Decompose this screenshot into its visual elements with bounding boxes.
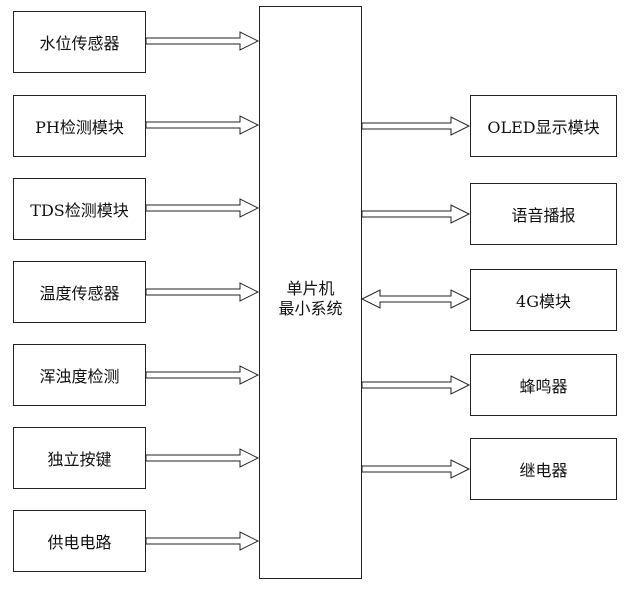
input-label: 水位传感器 [39, 34, 120, 53]
output-oled-display: OLED显示模块 [470, 95, 617, 157]
output-label: 语音播报 [511, 206, 576, 225]
input-power-circuit: 供电电路 [13, 510, 146, 572]
output-label: OLED显示模块 [487, 118, 600, 137]
input-independent-keys: 独立按键 [13, 427, 146, 489]
mcu-label: 单片机 最小系统 [260, 279, 361, 319]
arrow-tds-to-mcu [145, 198, 260, 218]
arrow-mcu-to-oled [361, 116, 471, 136]
arrow-water-level-to-mcu [145, 31, 260, 51]
mcu-label-line1: 单片机 [286, 279, 335, 298]
output-buzzer: 蜂鸣器 [470, 354, 617, 416]
input-ph-module: PH检测模块 [13, 95, 146, 157]
input-tds-module: TDS检测模块 [13, 178, 146, 240]
input-label: 独立按键 [47, 450, 112, 469]
input-turbidity-detection: 浑浊度检测 [13, 344, 146, 406]
input-label: 浑浊度检测 [39, 367, 120, 386]
output-label: 4G模块 [516, 292, 571, 311]
output-label: 继电器 [519, 461, 568, 480]
arrow-power-to-mcu [145, 531, 260, 551]
input-label: PH检测模块 [35, 118, 124, 137]
arrow-mcu-to-voice [361, 204, 471, 224]
mcu-minimum-system: 单片机 最小系统 [259, 6, 362, 579]
input-label: TDS检测模块 [30, 201, 129, 220]
arrow-mcu-4g-bidirectional [360, 289, 471, 309]
arrow-ph-to-mcu [145, 115, 260, 135]
input-label: 供电电路 [47, 533, 112, 552]
input-temperature-sensor: 温度传感器 [13, 261, 146, 323]
output-label: 蜂鸣器 [519, 377, 568, 396]
arrow-temperature-to-mcu [145, 282, 260, 302]
arrow-keys-to-mcu [145, 448, 260, 468]
arrow-turbidity-to-mcu [145, 365, 260, 385]
arrow-mcu-to-buzzer [361, 375, 471, 395]
input-water-level-sensor: 水位传感器 [13, 11, 146, 73]
output-relay: 继电器 [470, 438, 617, 500]
output-voice-broadcast: 语音播报 [470, 183, 617, 245]
mcu-label-line2: 最小系统 [278, 299, 343, 318]
arrow-mcu-to-relay [361, 459, 471, 479]
input-label: 温度传感器 [39, 284, 120, 303]
output-4g-module: 4G模块 [470, 269, 617, 331]
